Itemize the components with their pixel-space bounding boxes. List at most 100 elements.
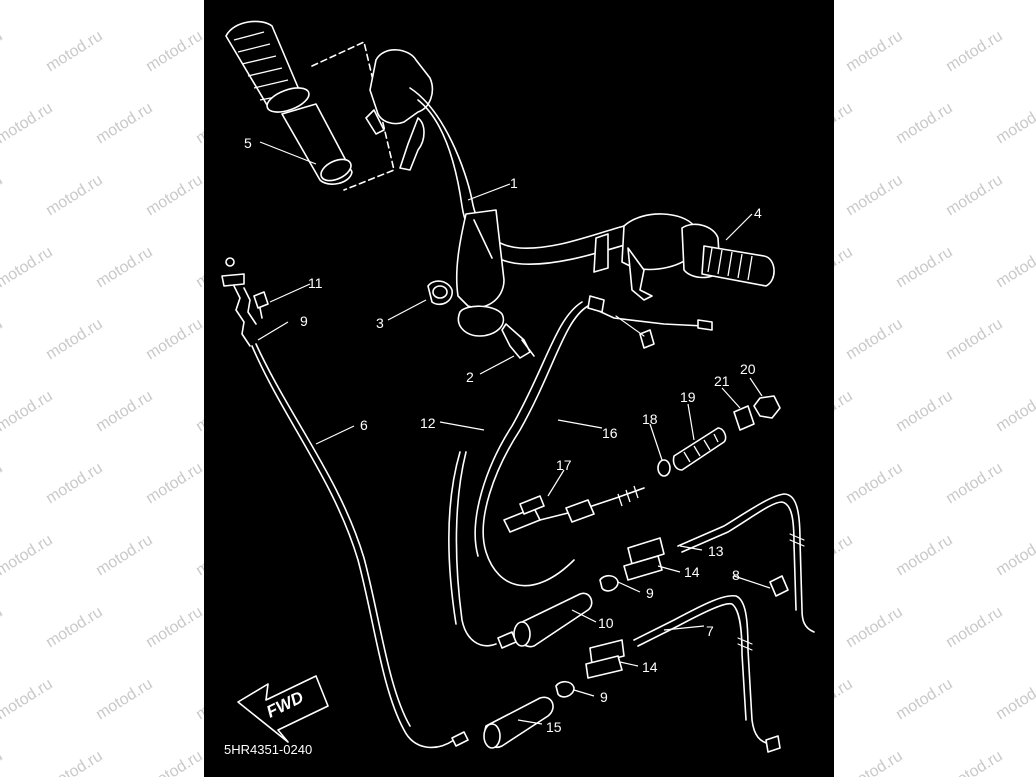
watermark-text: motod.ru [0,316,6,364]
watermark-text: motod.ru [93,100,156,148]
callout-20: 20 [740,361,756,377]
watermark-text: motod.ru [943,316,1006,364]
watermark-text: motod.ru [993,100,1036,148]
watermark-text: motod.ru [943,604,1006,652]
callout-6: 6 [360,417,368,433]
watermark-text: motod.ru [993,388,1036,436]
boot-15 [483,696,554,749]
cap-9-lower [555,680,575,698]
watermark-text: motod.ru [843,460,906,508]
callout-4: 4 [754,205,762,221]
handlebar [311,41,697,337]
watermark-text: motod.ru [893,100,956,148]
callout-21: 21 [714,373,730,389]
watermark-text: motod.ru [43,604,106,652]
watermark-text: motod.ru [143,316,206,364]
cable-end-upper-left [221,257,257,347]
left-grip [225,20,353,185]
watermark-text: motod.ru [93,388,156,436]
watermark-text: motod.ru [993,244,1036,292]
bolt-11 [253,291,269,319]
callout-2: 2 [466,369,474,385]
callout-16: 16 [602,425,618,441]
callout-7: 7 [706,623,714,639]
watermark-text: motod.ru [843,316,906,364]
clamp-14-lower [585,639,625,679]
callout-19: 19 [680,389,696,405]
watermark-text: motod.ru [893,244,956,292]
callout-5: 5 [244,135,252,151]
callout-15: 15 [546,719,562,735]
callout-18: 18 [642,411,658,427]
watermark-text: motod.ru [843,172,906,220]
watermark-text: motod.ru [0,532,56,580]
callout-14b: 14 [642,659,658,675]
callout-12: 12 [420,415,436,431]
callout-14a: 14 [684,564,700,580]
clamp-14-upper [623,537,665,581]
boot-10 [497,592,593,649]
diagram-panel: FWD [204,0,834,777]
watermark-text: motod.ru [0,604,6,652]
watermark-text: motod.ru [0,100,56,148]
watermark-text: motod.ru [0,460,6,508]
exploded-parts-diagram: FWD [221,20,815,757]
watermark-text: motod.ru [843,748,906,777]
watermark-text: motod.ru [93,532,156,580]
watermark-text: motod.ru [0,388,56,436]
watermark-text: motod.ru [893,388,956,436]
bolt-2 [501,323,535,359]
watermark-text: motod.ru [943,748,1006,777]
watermark-text: motod.ru [0,0,56,3]
watermark-text: motod.ru [943,172,1006,220]
watermark-text: motod.ru [0,748,6,777]
callout-3: 3 [376,315,384,331]
callout-9b: 9 [646,585,654,601]
callout-9a: 9 [300,313,308,329]
watermark-text: motod.ru [893,676,956,724]
watermark-text: motod.ru [943,28,1006,76]
callout-13: 13 [708,543,724,559]
right-grip [681,223,775,287]
callout-17: 17 [556,457,572,473]
watermark-text: motod.ru [143,28,206,76]
watermark-text: motod.ru [843,604,906,652]
watermark-text: motod.ru [0,172,6,220]
watermark-text: motod.ru [893,532,956,580]
diagram-code: 5HR4351-0240 [224,742,312,757]
watermark-text: motod.ru [43,460,106,508]
watermark-text: motod.ru [893,0,956,3]
watermark-text: motod.ru [993,0,1036,3]
watermark-text: motod.ru [143,604,206,652]
adjuster-assembly [503,395,781,533]
watermark-text: motod.ru [43,28,106,76]
watermark-text: motod.ru [843,28,906,76]
watermark-text: motod.ru [943,460,1006,508]
cable-12-16 [448,295,713,647]
collar-3 [427,280,453,306]
callout-10: 10 [598,615,614,631]
watermark-text: motod.ru [93,676,156,724]
callout-8: 8 [732,567,740,583]
fwd-arrow: FWD [237,675,329,743]
callout-11: 11 [308,275,323,291]
callouts: 1 2 3 4 5 6 7 8 9 9 9 10 11 12 13 14 14 … [244,135,762,735]
watermark-text: motod.ru [993,676,1036,724]
watermark-text: motod.ru [93,244,156,292]
cap-9-upper [599,574,619,592]
watermark-text: motod.ru [43,172,106,220]
watermark-text: motod.ru [993,532,1036,580]
cable-7-8 [633,493,815,753]
leader-lines [257,141,771,725]
watermark-text: motod.ru [143,172,206,220]
callout-1: 1 [510,175,518,191]
watermark-text: motod.ru [43,316,106,364]
watermark-text: motod.ru [0,28,6,76]
watermark-text: motod.ru [0,676,56,724]
throttle-cable [251,343,469,749]
watermark-text: motod.ru [0,244,56,292]
watermark-text: motod.ru [93,0,156,3]
callout-9c: 9 [600,689,608,705]
watermark-text: motod.ru [143,748,206,777]
